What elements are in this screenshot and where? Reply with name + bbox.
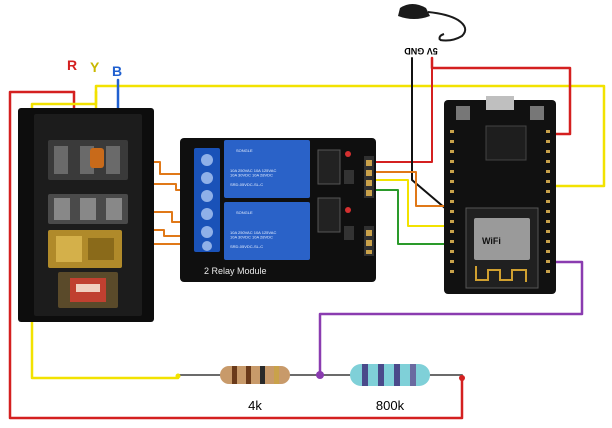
wifi-chip-label: WiFi [482,236,501,246]
resistor-800k [350,364,430,386]
red-wire-5v [430,56,572,136]
resistor-800k-label: 800k [376,398,405,413]
usb-serial-chip [485,125,527,161]
power-adapter [398,4,467,42]
reset-button-mcu [530,106,544,120]
relay-2-brand: SONGLE [236,210,253,215]
junction-dot-sense [316,371,324,379]
junction-dot-yellow [175,373,181,379]
junction-dot-red [459,375,465,381]
wifi-shield-can [474,218,530,260]
green-wire-gnd [371,189,453,245]
relay-2 [224,202,310,260]
supply-label-r: R [67,57,77,73]
pin-header-right [546,130,550,273]
red-wire-outer [8,90,464,420]
yellow-wire-in2 [371,179,453,227]
transistor-icon [317,149,341,185]
resistor-4k [220,366,290,384]
pin-header-left [450,130,454,273]
supply-label-b: B [112,63,122,79]
relay-2-model: SRD-05VDC-SL-C [230,244,263,249]
relay-1 [224,140,310,198]
power-plug-icon [398,4,430,19]
relay-module-name: 2 Relay Module [204,266,267,276]
orange-wire-in1 [371,171,453,207]
supply-label-y: Y [90,59,100,75]
nodemcu-board: WiFi [444,96,556,294]
relay-1-brand: SONGLE [236,148,253,153]
relay-1-model: SRD-05VDC-SL-C [230,182,263,187]
red-wire-vcc [371,67,433,163]
purple-wire-sense [318,260,584,377]
resistor-4k-body [220,366,290,384]
coil-icon [90,148,104,168]
power-label: 5V GND [404,46,438,56]
resistor-4k-label: 4k [248,398,262,413]
power-cable-icon [427,11,467,42]
black-wire-gnd [411,57,453,215]
usb-port-icon [486,96,514,110]
flash-button [456,106,470,120]
antenna-trace-icon [475,266,527,282]
yellow-wire-top [94,84,606,188]
header-pins [364,156,374,198]
led-indicator-icon [345,151,351,157]
contactor-panel [18,108,154,322]
